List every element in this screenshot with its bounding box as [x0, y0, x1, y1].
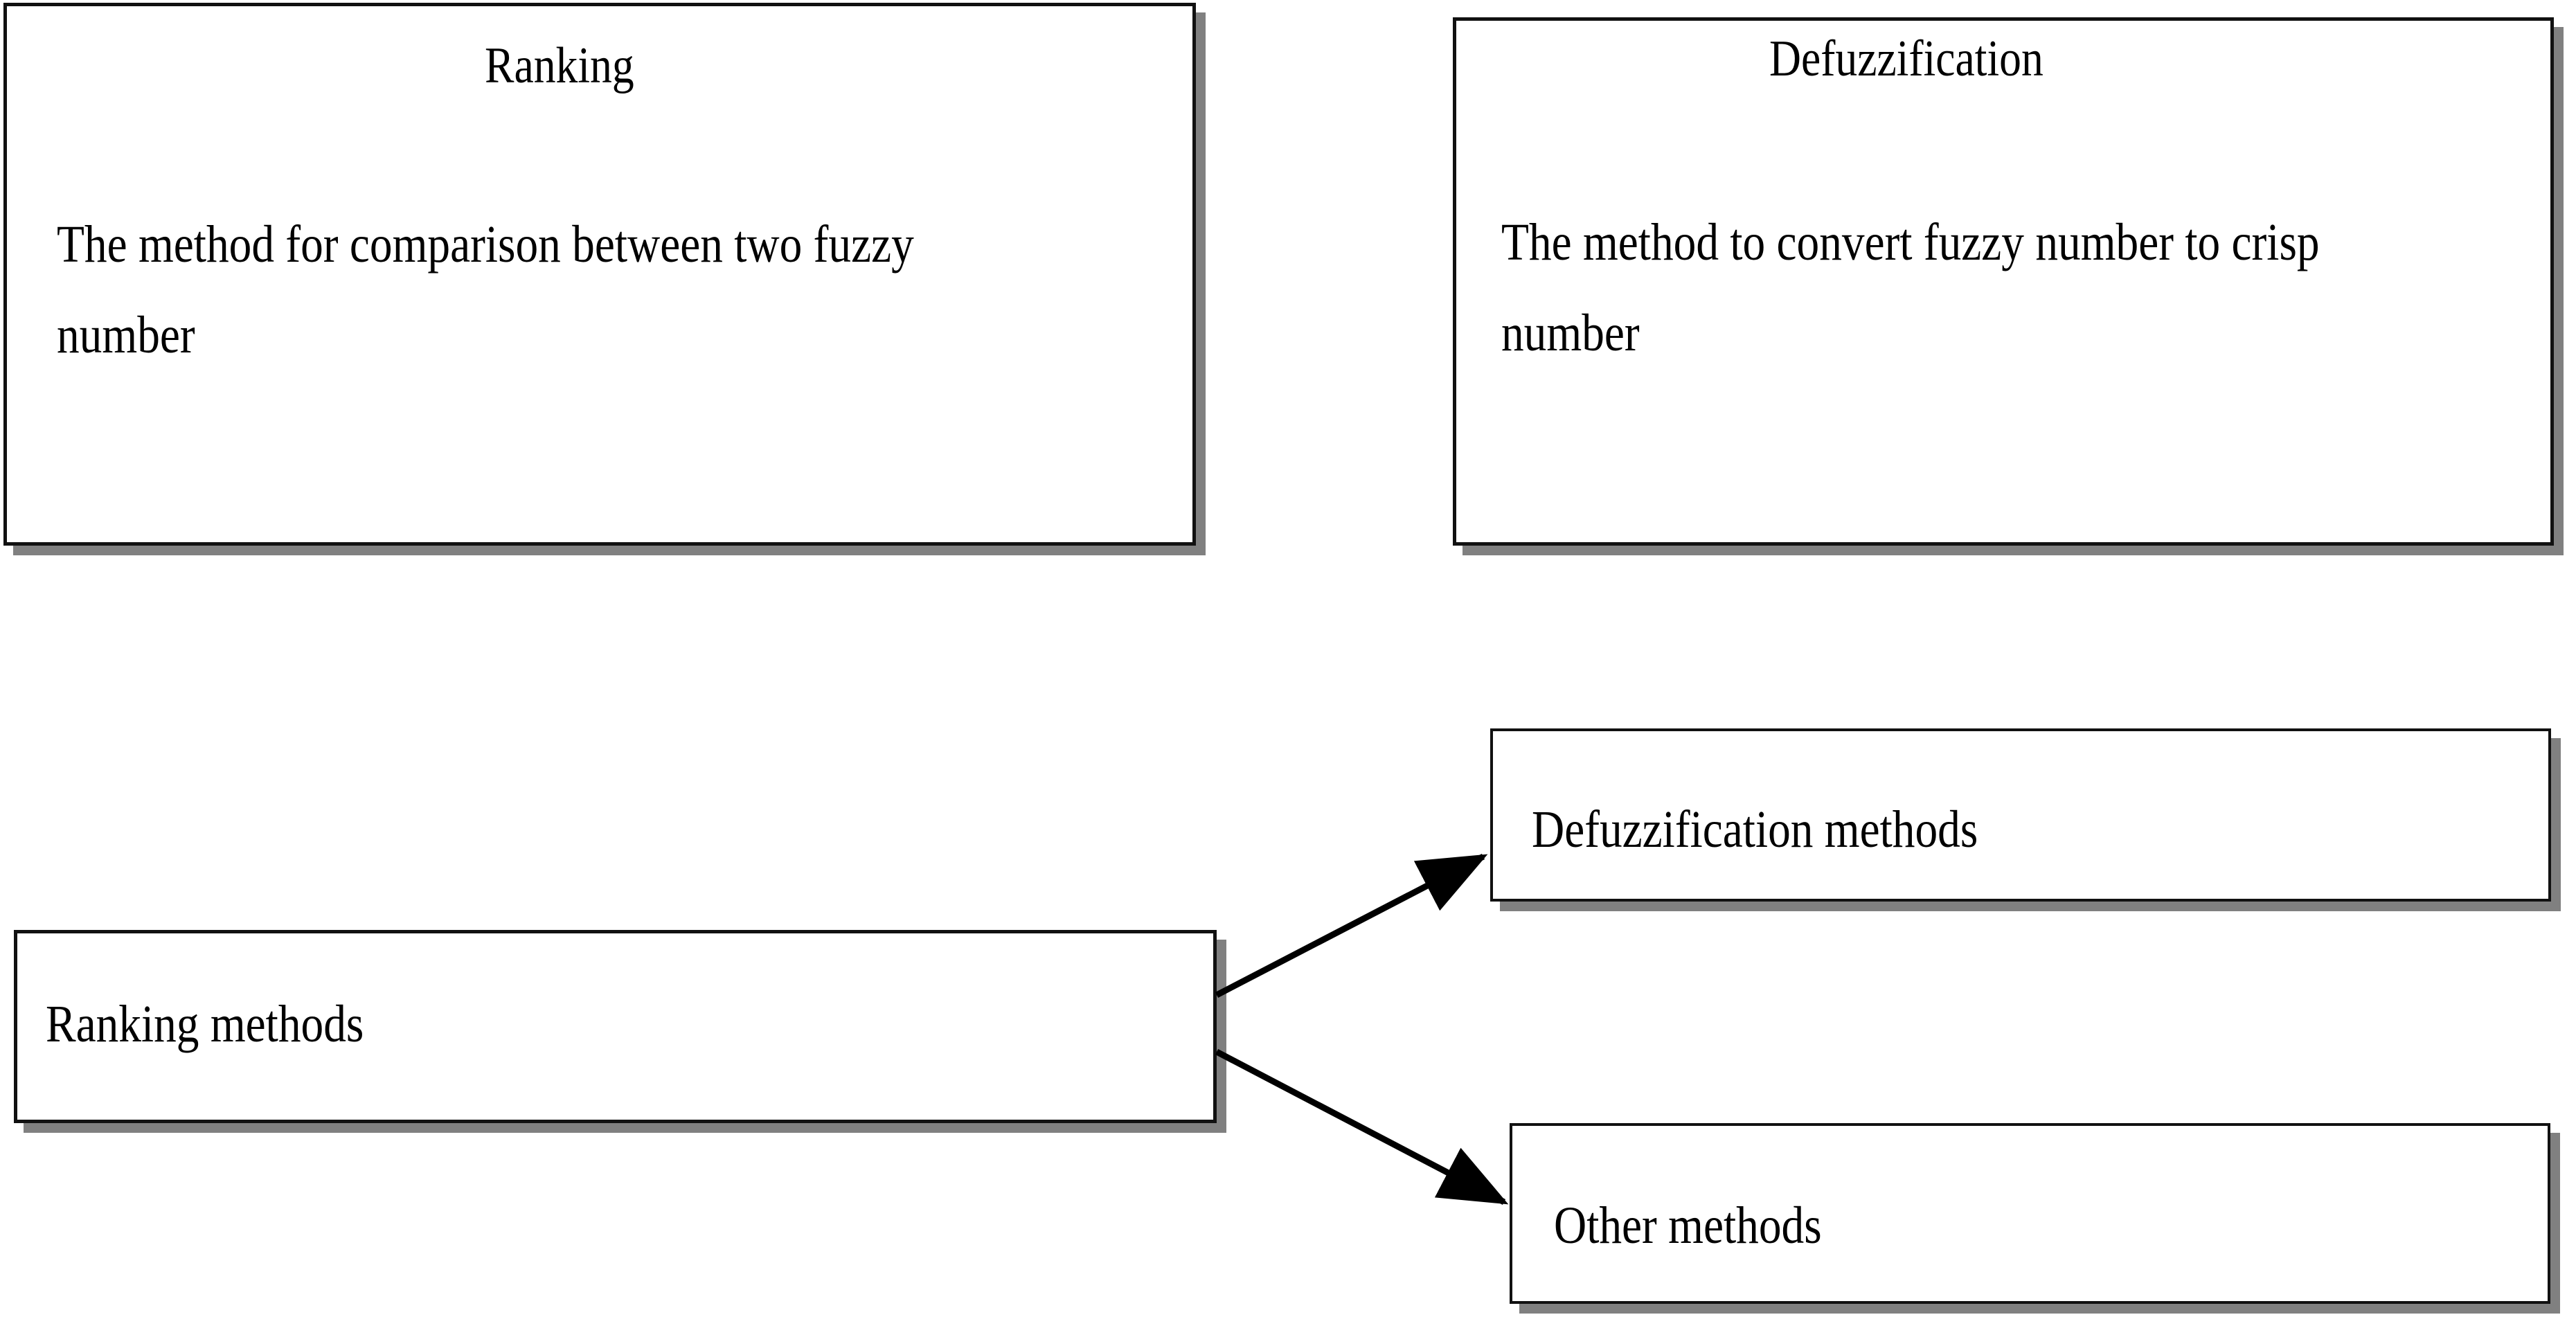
node-ranking-methods[interactable]	[14, 930, 1217, 1123]
node-other-methods-label: Other methods	[1554, 1197, 1822, 1255]
edge-ranking-to-defuzzification-methods	[1215, 854, 1488, 998]
node-other-methods[interactable]	[1510, 1123, 2550, 1304]
node-defuzzification-definition[interactable]	[1453, 17, 2554, 546]
node-ranking-methods-label: Ranking methods	[46, 995, 364, 1053]
node-defuzzification-definition-title: Defuzzification	[1769, 30, 2043, 87]
node-ranking-definition-body: The method for comparison between two fu…	[57, 215, 914, 364]
node-ranking-definition[interactable]	[3, 3, 1196, 546]
node-defuzzification-methods-label: Defuzzification methods	[1532, 800, 1978, 859]
edge-ranking-to-other-methods	[1215, 1049, 1509, 1205]
node-defuzzification-methods[interactable]	[1490, 728, 2551, 902]
node-ranking-definition-title: Ranking	[485, 37, 634, 94]
node-defuzzification-definition-body: The method to convert fuzzy number to cr…	[1501, 213, 2320, 362]
